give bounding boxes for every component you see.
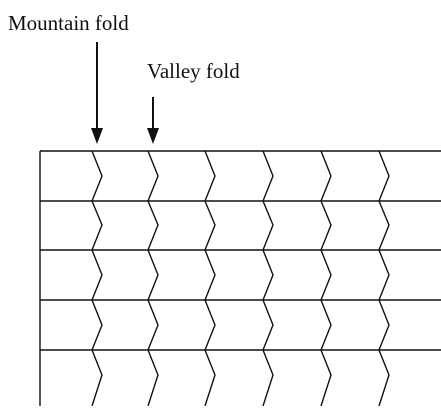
mountain-fold-label: Mountain fold [8, 11, 129, 35]
valley-fold-arrow [147, 97, 159, 144]
zigzag-crease [378, 150, 390, 407]
zigzag-crease [204, 150, 216, 407]
zigzag-crease [320, 150, 332, 407]
zigzag-crease [147, 150, 159, 407]
zigzag-fold-lines [91, 150, 390, 407]
horizontal-crease-lines [40, 150, 441, 351]
zigzag-crease [91, 150, 103, 407]
valley-fold-label: Valley fold [147, 59, 240, 83]
zigzag-crease [262, 150, 274, 407]
mountain-fold-arrow [91, 42, 103, 144]
